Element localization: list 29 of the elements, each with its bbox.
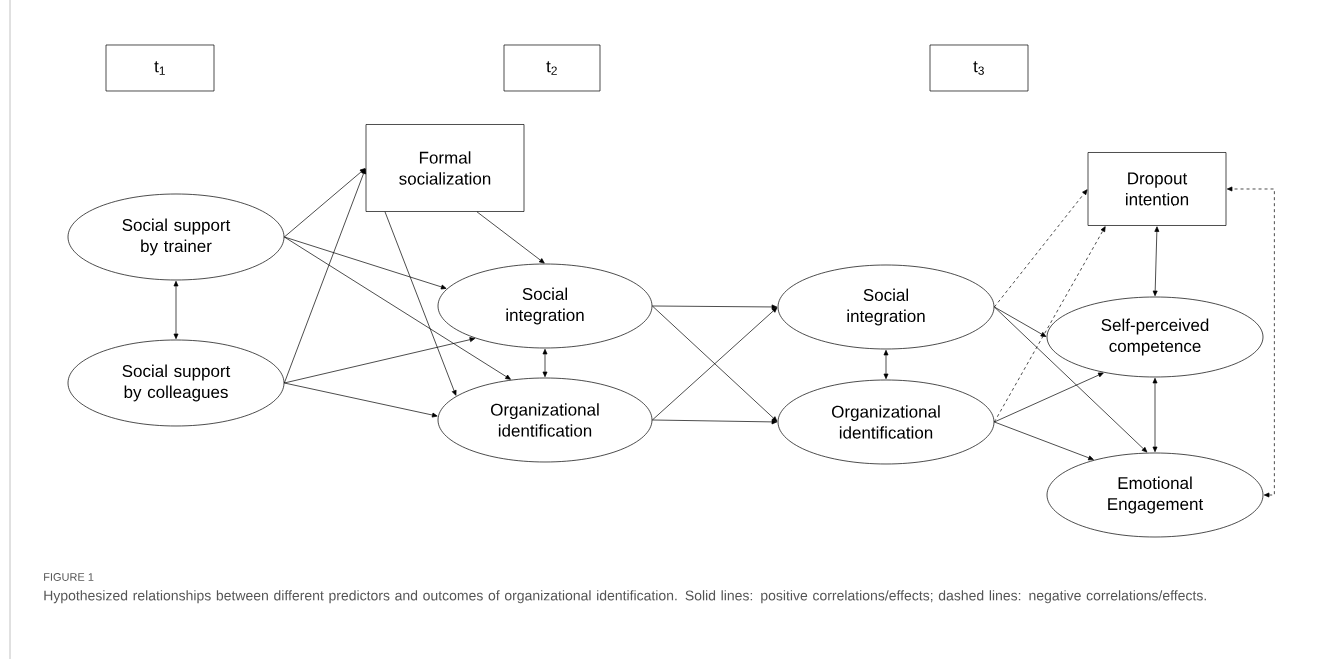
arrow xyxy=(542,348,548,378)
arrow xyxy=(384,211,457,396)
label-box: t$_{1}$ xyxy=(105,44,215,92)
label-box: Formal socialization xyxy=(365,124,525,212)
arrow xyxy=(1226,186,1275,498)
arrow xyxy=(994,189,1088,308)
arrow xyxy=(284,168,366,384)
arrow xyxy=(1152,226,1160,297)
arrow xyxy=(994,226,1106,423)
arrow xyxy=(994,421,1094,461)
arrow xyxy=(883,349,889,380)
arrow xyxy=(652,419,778,425)
arrow xyxy=(284,236,447,290)
arrow xyxy=(284,168,366,238)
arrow xyxy=(652,304,778,310)
arrow xyxy=(994,306,1047,337)
arrow xyxy=(173,280,179,340)
arrow xyxy=(1152,377,1158,453)
arrow xyxy=(284,382,438,418)
arrow xyxy=(994,306,1148,453)
label-box: t$_{2}$ xyxy=(503,44,601,92)
arrow xyxy=(284,337,476,384)
caption: Hypothesized relationships between different predictors and outcomes of organizational identification. Solid lines: positive correlations/effects; dashed lines: negative correlations/effects. xyxy=(44,590,1206,604)
figure-label: FIGURE 1 xyxy=(44,573,94,581)
arrow xyxy=(284,236,511,380)
arrow xyxy=(994,372,1104,423)
label-box: Dropout intention xyxy=(1087,152,1227,226)
arrow xyxy=(476,211,545,264)
label-box: t$_{3}$ xyxy=(929,44,1029,92)
